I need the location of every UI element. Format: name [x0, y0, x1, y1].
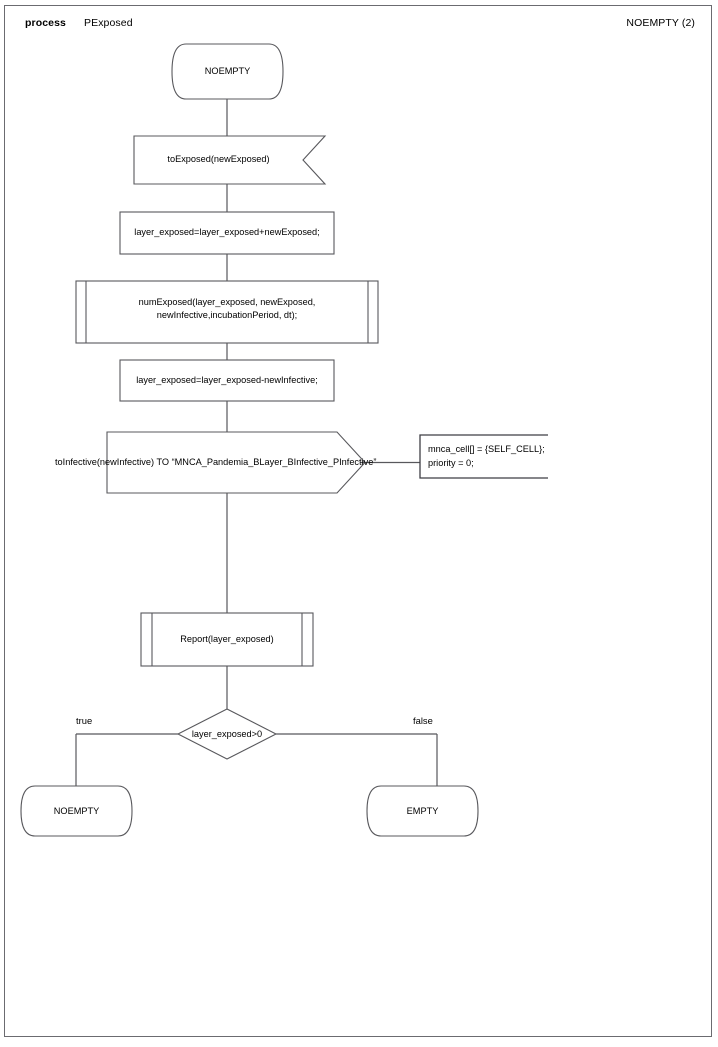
task1-label: layer_exposed=layer_exposed+newExposed; [134, 227, 320, 237]
header-page-reference: NOEMPTY (2) [626, 17, 695, 29]
procedure1-label-line1: numExposed(layer_exposed, newExposed, [138, 297, 316, 307]
task2-label: layer_exposed=layer_exposed-newInfective… [136, 375, 318, 385]
start-state-shape[interactable] [171, 43, 284, 100]
page-border-frame [4, 5, 712, 1037]
comment-shape[interactable] [419, 434, 548, 479]
procedure1-label-line2: newInfective,incubationPeriod, dt); [156, 309, 298, 320]
procedure2-shape[interactable] [140, 612, 314, 667]
header-process-name: PExposed [84, 17, 133, 29]
branch-label-false: false [413, 715, 433, 726]
procedure2-label: Report(layer_exposed) [180, 634, 274, 644]
output-label: toInfective(newInfective) TO “MNCA_Pande… [55, 457, 377, 467]
comment-label-line2: priority = 0; [428, 458, 474, 468]
decision-shape[interactable] [176, 708, 278, 760]
decision-label: layer_exposed>0 [191, 729, 263, 739]
branch-label-true: true [76, 715, 93, 726]
header-process-keyword: process [25, 17, 66, 29]
start-state-label: NOEMPTY [204, 66, 251, 76]
end-state-false-shape[interactable] [366, 785, 479, 837]
input-label: toExposed(newExposed) [167, 154, 270, 164]
task1-shape[interactable] [119, 211, 335, 255]
end-state-false-label: EMPTY [406, 806, 439, 816]
end-state-true-label: NOEMPTY [53, 806, 100, 816]
input-shape[interactable] [133, 135, 327, 185]
end-state-true-shape[interactable] [20, 785, 133, 837]
output-shape[interactable] [106, 431, 366, 494]
comment-label-line1: mnca_cell[] = {SELF_CELL}; [428, 444, 545, 454]
